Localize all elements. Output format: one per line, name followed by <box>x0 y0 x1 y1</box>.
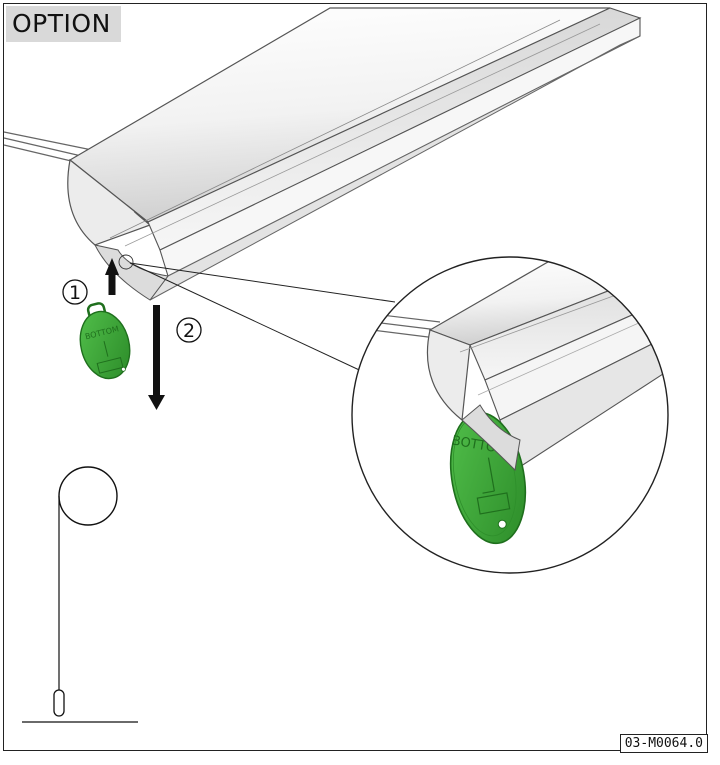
step-2-number: 2 <box>183 320 195 342</box>
arrow-step-1: 1 <box>62 258 119 305</box>
step-1-number: 1 <box>69 282 81 304</box>
cord-ring <box>58 466 118 526</box>
arrow-step-2: 2 <box>148 305 202 410</box>
option-label: OPTION <box>6 6 121 42</box>
pull-cord <box>22 466 138 723</box>
drawing-frame <box>3 3 707 751</box>
detail-origin-marker <box>118 254 134 270</box>
bottom-tag-small: BOTTOM <box>79 302 131 380</box>
drawing-code: 03-M0064.0 <box>619 734 708 753</box>
detail-magnified-view: BOTTOM <box>351 256 669 574</box>
detail-leader-lines <box>129 262 396 376</box>
cord-weight <box>53 689 65 717</box>
head-rail <box>67 7 642 301</box>
